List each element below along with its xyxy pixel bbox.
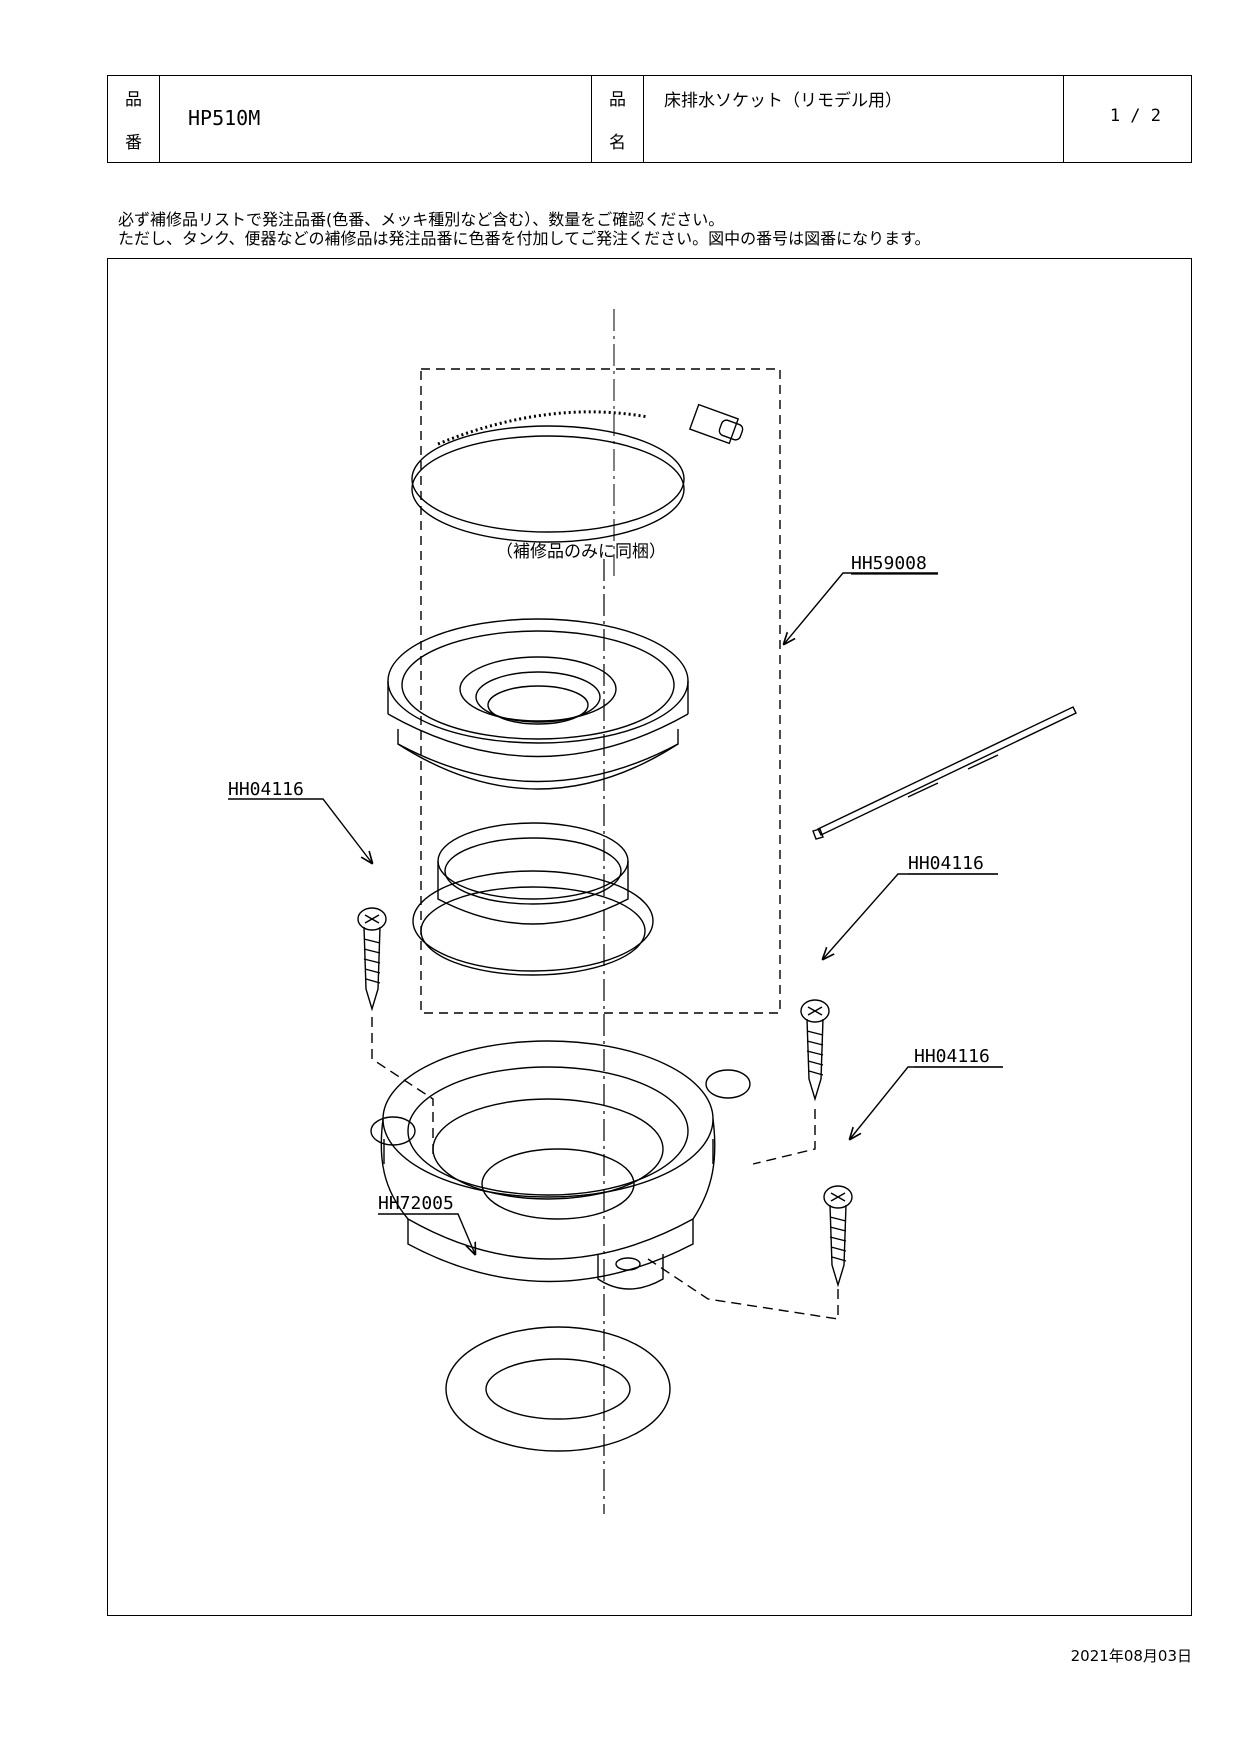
part-number-cell: HP510M bbox=[160, 76, 592, 162]
callout-screw-right-top: HH04116 bbox=[908, 853, 984, 874]
exploded-diagram-svg: HH59008 （補修品のみに同梱） HH04116 HH04116 HH041… bbox=[228, 309, 1077, 1514]
socket-body-icon bbox=[387, 618, 689, 790]
part-number-label: 品 番 bbox=[108, 76, 160, 162]
screw-right-top-icon bbox=[800, 999, 830, 1102]
page-number-cell: 1 / 2 bbox=[1064, 76, 1191, 162]
callout-labels: HH59008 （補修品のみに同梱） HH04116 HH04116 HH041… bbox=[228, 542, 1003, 1214]
page-number: 1 / 2 bbox=[1109, 106, 1161, 126]
product-name-label: 品 名 bbox=[592, 76, 644, 162]
callout-screw-right-bottom: HH04116 bbox=[914, 1046, 990, 1067]
part-number: HP510M bbox=[188, 106, 261, 130]
notice-line-1: 必ず補修品リストで発注品番(色番、メッキ種別など含む）、数量をご確認ください。 bbox=[118, 210, 725, 229]
product-name-label-top: 品 bbox=[609, 90, 626, 110]
issue-date: 2021年08月03日 bbox=[1070, 1647, 1192, 1665]
gasket-callout-leader bbox=[378, 1213, 475, 1254]
screw-right-top-callout-leader bbox=[823, 873, 998, 959]
callout-screw-left: HH04116 bbox=[228, 779, 304, 800]
callout-gasket: HH72005 bbox=[378, 1193, 454, 1214]
gasket-icon bbox=[445, 1326, 671, 1452]
screw-left-icon bbox=[357, 907, 387, 1012]
adapter-ring-icon bbox=[412, 822, 654, 976]
kit-note: （補修品のみに同梱） bbox=[496, 542, 666, 562]
callout-kit: HH59008 bbox=[851, 553, 927, 574]
part-number-label-bottom: 番 bbox=[125, 133, 142, 153]
screw-right-bottom-icon bbox=[823, 1185, 853, 1288]
screw-left-path bbox=[371, 1017, 434, 1159]
title-block: 品 番 HP510M 品 名 床排水ソケット（リモデル用） 1 / 2 bbox=[107, 75, 1192, 163]
screw-left-callout-leader bbox=[228, 798, 372, 863]
screw-right-bottom-path bbox=[647, 1258, 839, 1320]
part-number-label-top: 品 bbox=[125, 90, 142, 110]
product-name: 床排水ソケット（リモデル用） bbox=[664, 91, 902, 111]
hose-clamp-icon bbox=[411, 403, 744, 543]
product-name-cell: 床排水ソケット（リモデル用） bbox=[644, 76, 1064, 162]
exploded-diagram: HH59008 （補修品のみに同梱） HH04116 HH04116 HH041… bbox=[107, 258, 1192, 1616]
kit-boundary bbox=[420, 368, 781, 1014]
notice-line-2: ただし、タンク、便器などの補修品は発注品番に色番を付加してご発注ください。図中の… bbox=[118, 229, 931, 248]
screw-right-bottom-callout-leader bbox=[850, 1066, 1003, 1139]
base-flange-icon bbox=[370, 1040, 751, 1290]
kit-callout-leader bbox=[784, 572, 938, 644]
product-name-label-bottom: 名 bbox=[609, 133, 626, 153]
order-notice: 必ず補修品リストで発注品番(色番、メッキ種別など含む）、数量をご確認ください。 … bbox=[118, 210, 930, 248]
screw-right-top-path bbox=[752, 1109, 816, 1165]
metal-strap-icon bbox=[812, 706, 1077, 840]
